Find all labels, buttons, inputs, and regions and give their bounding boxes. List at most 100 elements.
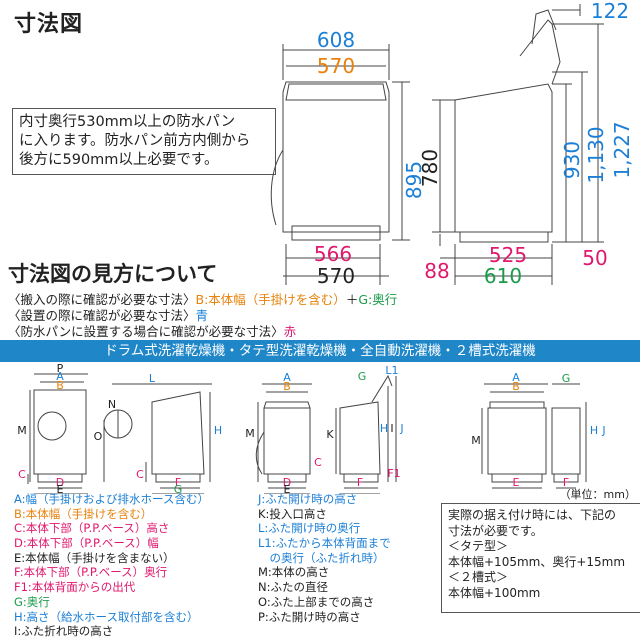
dim-930: 930 bbox=[560, 141, 584, 179]
label-e: E bbox=[513, 476, 520, 489]
label-a: A bbox=[56, 370, 64, 383]
label-k: K bbox=[326, 428, 334, 441]
key-item: F:本体下部（P.P.ベース）奥行 bbox=[14, 565, 168, 580]
front-view-base bbox=[291, 225, 381, 241]
dim-895: 895 bbox=[402, 161, 426, 199]
key-item: O:ふた上部までの高さ bbox=[258, 594, 375, 609]
label-a: A bbox=[512, 371, 520, 384]
label-m: M bbox=[245, 427, 255, 440]
howto-line-carry-in: 〈搬入の際に確認が必要な寸法〉B:本体幅（手掛けを含む）＋G:奥行 bbox=[8, 289, 397, 308]
label-o: O bbox=[94, 430, 103, 443]
label-n: N bbox=[108, 398, 116, 411]
key-item: A:幅（手掛けおよび排水ホース含む） bbox=[14, 492, 209, 506]
front-view-lid bbox=[285, 83, 387, 101]
dim-566: 566 bbox=[314, 242, 352, 266]
side-view-body bbox=[454, 83, 553, 233]
label-p: P bbox=[57, 362, 64, 375]
label-f: F bbox=[563, 476, 569, 489]
howto-red-label: 赤 bbox=[283, 324, 297, 339]
key-item: G:奥行 bbox=[14, 594, 50, 609]
howto-g-depth: G:奥行 bbox=[358, 292, 398, 307]
dim-525: 525 bbox=[489, 243, 527, 267]
label-e: E bbox=[284, 483, 291, 494]
key-item: L1:ふたから本体背面まで bbox=[258, 536, 391, 551]
howto-blue-label: 青 bbox=[195, 308, 209, 323]
install-note-line: ＜タテ型＞ bbox=[448, 539, 509, 553]
label-c: C bbox=[314, 456, 322, 469]
label-i: I bbox=[390, 422, 393, 435]
label-l: L bbox=[149, 372, 156, 385]
label-b: B bbox=[283, 380, 291, 393]
key-list-left: A:幅（手掛けおよび排水ホース含む）B:本体幅（手掛けを含む）C:本体下部（P.… bbox=[14, 492, 209, 639]
dim-1227: 1,227 bbox=[610, 121, 634, 178]
label-g: G bbox=[358, 370, 367, 383]
howto-b-width: B:本体幅（手掛けを含む） bbox=[195, 292, 346, 307]
label-b: B bbox=[56, 379, 64, 392]
dim-122: 122 bbox=[591, 0, 629, 23]
key-item: I:ふた折れ時の高さ bbox=[14, 624, 114, 639]
label-m: M bbox=[471, 434, 481, 447]
dim-780: 780 bbox=[418, 149, 442, 187]
dim-570-top: 570 bbox=[317, 54, 355, 78]
howto-prefix: 〈防水パンに設置する場合に確認が必要な寸法〉 bbox=[8, 324, 284, 339]
key-item: E:本体幅（手掛けを含まない） bbox=[14, 550, 175, 565]
howto-line-install: 〈設置の際に確認が必要な寸法〉青 bbox=[8, 305, 208, 324]
tate-front-body bbox=[263, 407, 311, 475]
pan-note-line: に入ります。防水パン前方内側から bbox=[19, 133, 251, 149]
tate-side-lid bbox=[371, 374, 393, 403]
key-item: D:本体下部（P.P.ベース）幅 bbox=[14, 536, 159, 551]
install-note-line: 本体幅+100mm bbox=[448, 585, 541, 600]
side-view-base bbox=[459, 231, 549, 243]
dim-610: 610 bbox=[484, 264, 522, 288]
page-title: 寸法図 bbox=[14, 12, 84, 37]
dim-50: 50 bbox=[582, 246, 607, 270]
label-f1: F1 bbox=[387, 467, 400, 480]
twin-front-body bbox=[487, 407, 547, 475]
main-dimension-drawing: 608 570 566 570 895 780 122 930 1,130 1,… bbox=[270, 0, 634, 288]
key-item: B:本体幅（手掛けを含む） bbox=[14, 506, 153, 521]
twin-side-body bbox=[551, 407, 581, 475]
side-view-open-lid bbox=[519, 19, 561, 85]
tate-front-lid bbox=[263, 401, 311, 409]
install-note-line: 寸法が必要です。 bbox=[448, 523, 543, 538]
key-item: J:ふた開け時の高さ bbox=[258, 492, 358, 506]
dim-1130: 1,130 bbox=[584, 126, 608, 183]
label-g: G bbox=[562, 372, 571, 385]
front-view-body bbox=[282, 81, 390, 233]
unit-label: （単位：mm） bbox=[559, 488, 636, 501]
drum-side-body bbox=[151, 391, 205, 475]
label-b: B bbox=[512, 380, 520, 393]
label-h: H bbox=[380, 422, 388, 435]
dim-88: 88 bbox=[424, 259, 449, 283]
dim-608: 608 bbox=[317, 28, 355, 52]
tate-front-base bbox=[267, 473, 307, 483]
tate-side-base bbox=[343, 473, 379, 483]
label-j: J bbox=[601, 424, 605, 437]
label-c: C bbox=[18, 468, 26, 481]
label-e: E bbox=[57, 483, 64, 494]
install-note-line: ＜２槽式＞ bbox=[448, 570, 509, 584]
label-c: C bbox=[136, 468, 144, 481]
install-note: 実際の据え付け時には、下記の 寸法が必要です。 ＜タテ型＞ 本体幅+105mm、… bbox=[441, 503, 640, 613]
key-item: N:ふたの直径 bbox=[258, 580, 328, 595]
letter-dimension-diagrams: P A B M C D E L N O H C F G A B M C D E … bbox=[17, 362, 606, 494]
label-f: F bbox=[175, 476, 181, 489]
pan-note-line: 後方に590mm以上必要です。 bbox=[19, 152, 219, 168]
install-note-line: 実際の据え付け時には、下記の bbox=[448, 508, 617, 522]
label-d: D bbox=[283, 476, 291, 489]
side-view-lid-hinge bbox=[531, 9, 557, 45]
category-banner: ドラム式洗濯乾燥機・タテ型洗濯乾燥機・全自動洗濯機・２槽式洗濯機 bbox=[0, 340, 640, 362]
key-item: C:本体下部（P.P.ベース）高さ bbox=[14, 521, 170, 536]
key-item: L:ふた開け時の奥行 bbox=[258, 521, 361, 536]
howto-heading: 寸法図の見方について bbox=[8, 262, 218, 286]
key-item: の奥行（ふた折れ時） bbox=[258, 550, 385, 565]
tate-side-body bbox=[339, 401, 381, 475]
label-h: H bbox=[590, 424, 598, 437]
label-f: F bbox=[357, 476, 363, 489]
dim-570-bottom: 570 bbox=[317, 264, 355, 288]
label-a: A bbox=[283, 371, 291, 384]
key-item: M:本体の高さ bbox=[258, 565, 330, 580]
pan-note: 内寸奥行530mm以上の防水パン に入ります。防水パン前方内側から 後方に590… bbox=[12, 108, 276, 175]
drum-front-base bbox=[37, 473, 83, 483]
